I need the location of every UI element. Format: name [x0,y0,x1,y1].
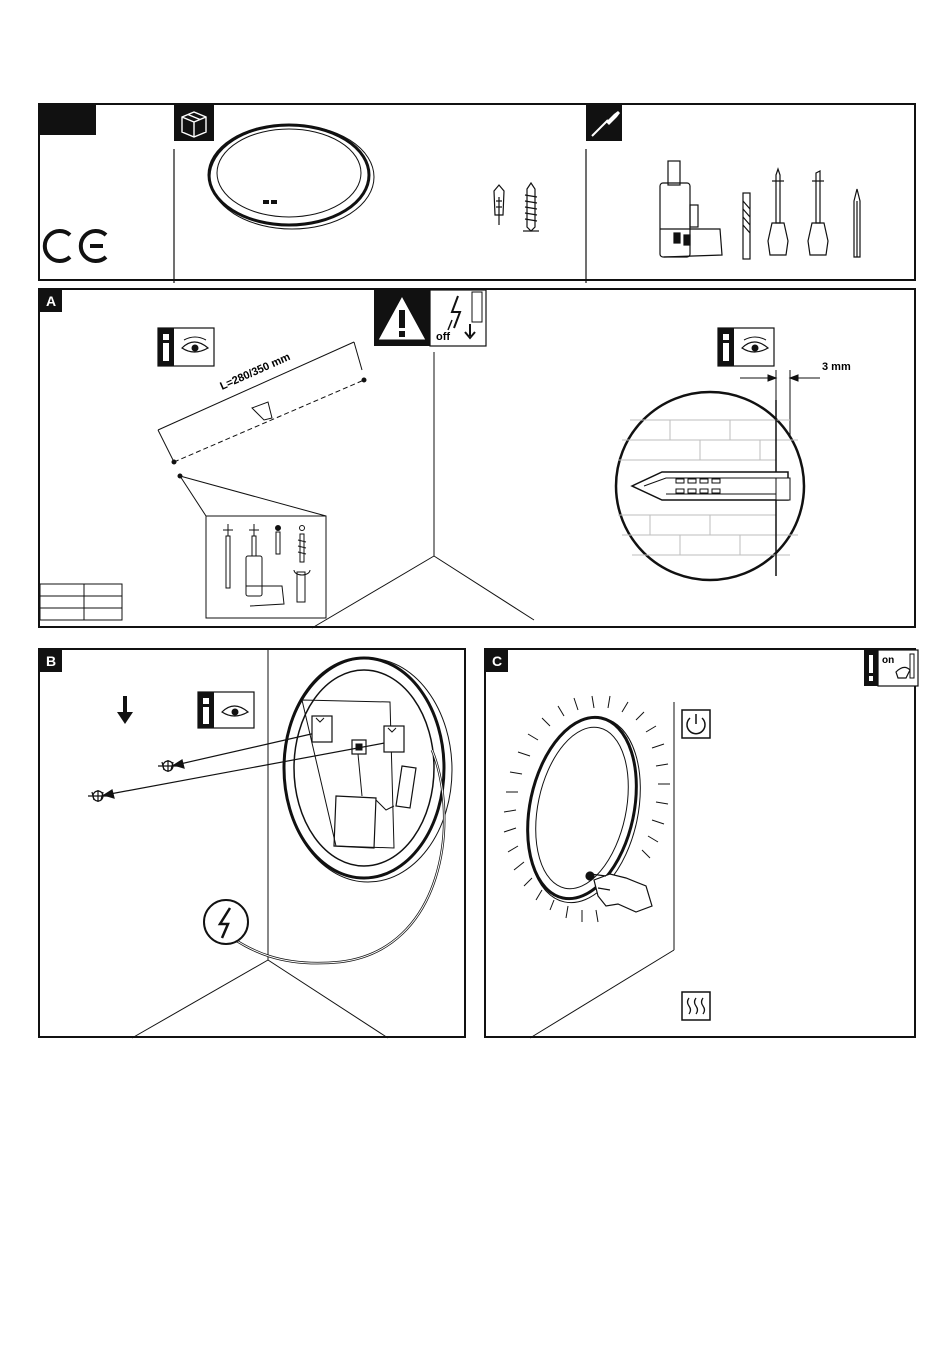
info-eye-icon [198,692,254,728]
step-b-panel: B [38,648,466,1038]
step-c-drawing: on [486,650,918,1040]
power-on-label: on [882,655,894,666]
gap-label: 3 mm [822,361,851,373]
step-b-drawing [40,650,468,1040]
room-corner [132,650,388,1038]
power-off-label: off [436,331,450,343]
box-icon [174,105,214,141]
room-corner [312,352,534,628]
info-eye-icon-right [718,328,774,366]
info-eye-icon [158,328,214,366]
ce-mark [45,231,106,261]
contents-panel [38,103,916,281]
screwdriver-icon [586,105,622,141]
warning-power-off-icon [374,290,486,346]
drilling-detail [206,516,326,618]
power-button-icon [682,710,710,738]
screw [523,183,539,231]
mirror-back [284,658,452,882]
legend-table [40,584,122,620]
wall-plug [494,185,504,225]
drill-bit [743,193,750,259]
drill [660,161,722,257]
round-mirror [209,125,374,229]
label-box [40,105,96,135]
hand-icon [586,872,652,912]
down-arrow-icon [117,696,133,724]
step-c-panel: C on [484,648,916,1038]
phillips-screwdriver [768,169,788,255]
mount-arrows [104,732,390,798]
step-a-panel: A off [38,288,916,628]
pencil [854,189,860,257]
step-a-drawing: off L=280/350 mm [40,290,918,630]
room-corner [530,930,674,1038]
wall-plug-magnifier [616,392,804,580]
electric-icon [204,900,248,944]
defog-heating-icon [682,992,710,1020]
screw-icon [88,760,180,802]
flat-screwdriver [808,171,828,255]
contents-drawing [40,105,918,283]
